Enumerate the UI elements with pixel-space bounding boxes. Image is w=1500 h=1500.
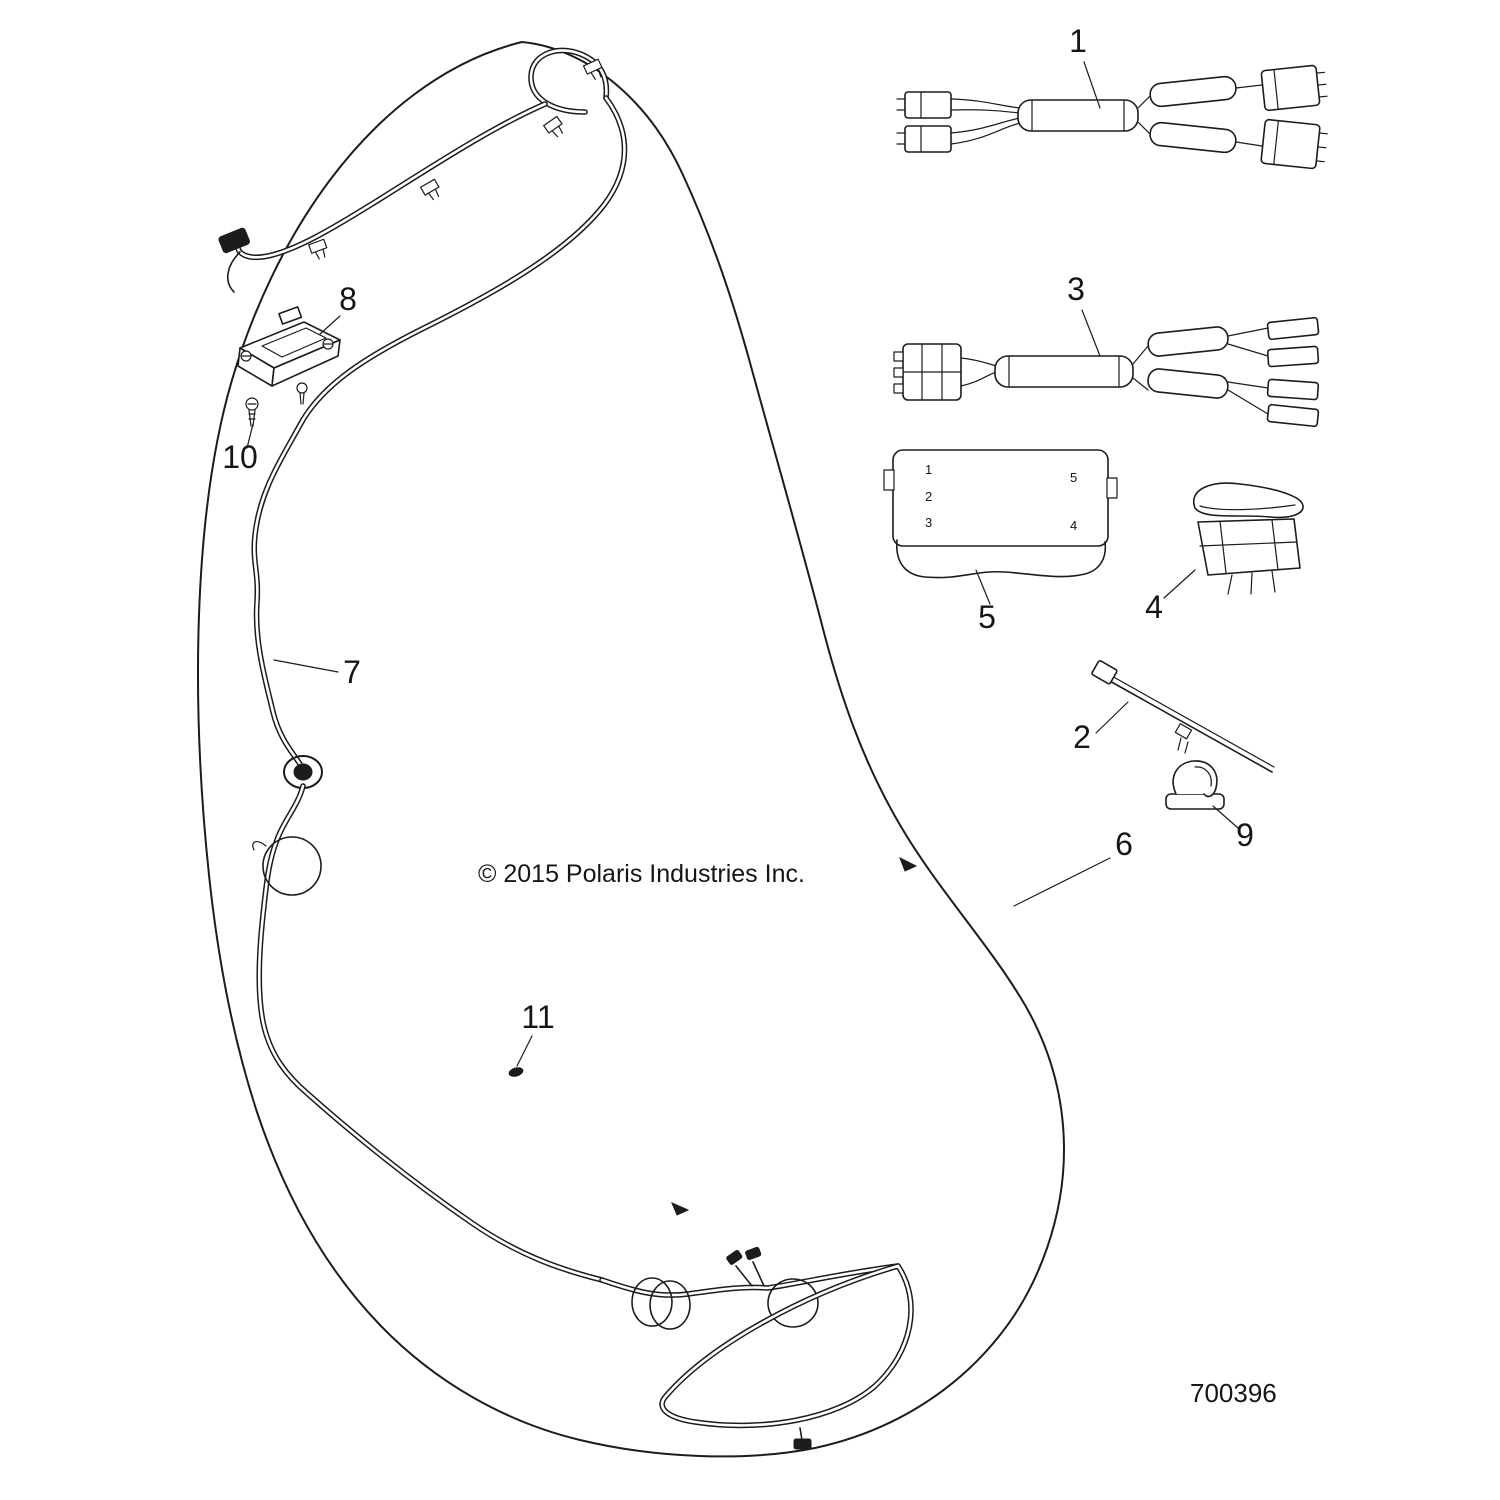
clamp-loop [1172, 760, 1218, 798]
pigtail3-connector-3 [1266, 378, 1320, 401]
harness-boundary-outline [197, 41, 1065, 1458]
harness-clip-3 [419, 178, 440, 201]
copyright-text: © 2015 Polaris Industries Inc. [478, 860, 805, 888]
callout-10: 10 [222, 439, 258, 475]
harness-clip-1 [582, 58, 603, 80]
pigtail3-connector-1 [1266, 316, 1320, 341]
cable-clamp [1165, 760, 1225, 810]
small-clip [508, 1067, 524, 1077]
module-screw-bottom [296, 382, 308, 405]
control-module [237, 306, 341, 405]
switch-block-tab-left [883, 469, 895, 491]
pigtail1-connector-b [904, 125, 952, 153]
dart-clip-b [671, 1202, 690, 1216]
pigtail-harness-1 [896, 64, 1328, 170]
callout-7: 7 [343, 654, 361, 690]
switch-block: 1 2 3 5 4 [883, 449, 1118, 579]
pigtail3-sleeve-lower [1147, 368, 1229, 399]
switch-block-skirt [896, 539, 1107, 579]
callout-5: 5 [978, 599, 996, 635]
cable-tie-head [1091, 660, 1118, 685]
connector-pigtail [227, 251, 241, 293]
switch-block-tab-right [1106, 477, 1118, 499]
pigtail1-sleeve-upper [1149, 75, 1237, 108]
cable-tie [1091, 660, 1275, 773]
pigtail-harness-3 [893, 316, 1320, 428]
module-connector-tab [278, 306, 303, 325]
harness-clip-4 [308, 238, 328, 260]
pigtail1-sleeve-main [1017, 99, 1139, 132]
harness-end-connector [218, 227, 250, 254]
harness-tie-loop [252, 836, 322, 896]
rocker-paddle [1192, 482, 1304, 519]
callout-11: 11 [521, 999, 554, 1035]
switch-pos-label-5: 5 [1070, 470, 1077, 485]
callout-6: 6 [1115, 826, 1133, 862]
rocker-pins [1227, 570, 1276, 595]
part-number: 700396 [1190, 1378, 1277, 1408]
callout-9: 9 [1236, 817, 1254, 853]
pigtail3-sleeve-main [994, 355, 1134, 388]
pigtail3-sleeve-upper [1147, 326, 1229, 357]
bottom-drop-connector [793, 1427, 812, 1450]
callout-4: 4 [1145, 589, 1163, 625]
callout-1: 1 [1069, 23, 1087, 59]
switch-pos-label-2: 2 [925, 489, 932, 504]
pigtail1-connector-d [1260, 118, 1321, 170]
harness-grommet [283, 755, 323, 789]
pigtail1-connector-a [904, 91, 952, 119]
clamp-base [1165, 793, 1225, 810]
boundary-blob-path [197, 41, 1065, 1458]
switch-pos-label-4: 4 [1070, 518, 1077, 533]
callout-3: 3 [1067, 271, 1085, 307]
pigtail3-connector-4 [1266, 403, 1320, 428]
main-wire-harness [218, 47, 918, 1450]
switch-pos-label-1: 1 [925, 462, 932, 477]
harness-coil-loops [631, 1277, 819, 1330]
harness-branch-connectors [726, 1246, 765, 1287]
cable-tie-mount-screw [1174, 723, 1193, 754]
harness-clip-2 [543, 115, 564, 138]
callout-2: 2 [1073, 719, 1091, 755]
mounting-screw [245, 397, 259, 427]
switch-pos-label-3: 3 [925, 515, 932, 530]
callout-8: 8 [339, 281, 357, 317]
dart-clip-a [899, 856, 918, 872]
callouts: 1 3 5 4 2 9 6 7 8 10 11 [222, 23, 1254, 1067]
pigtail1-connector-c [1260, 64, 1321, 112]
rocker-body [1197, 518, 1301, 576]
pigtail3-connector-2 [1266, 345, 1320, 368]
rocker-switch [1192, 482, 1304, 595]
pigtail1-sleeve-lower [1149, 121, 1237, 154]
